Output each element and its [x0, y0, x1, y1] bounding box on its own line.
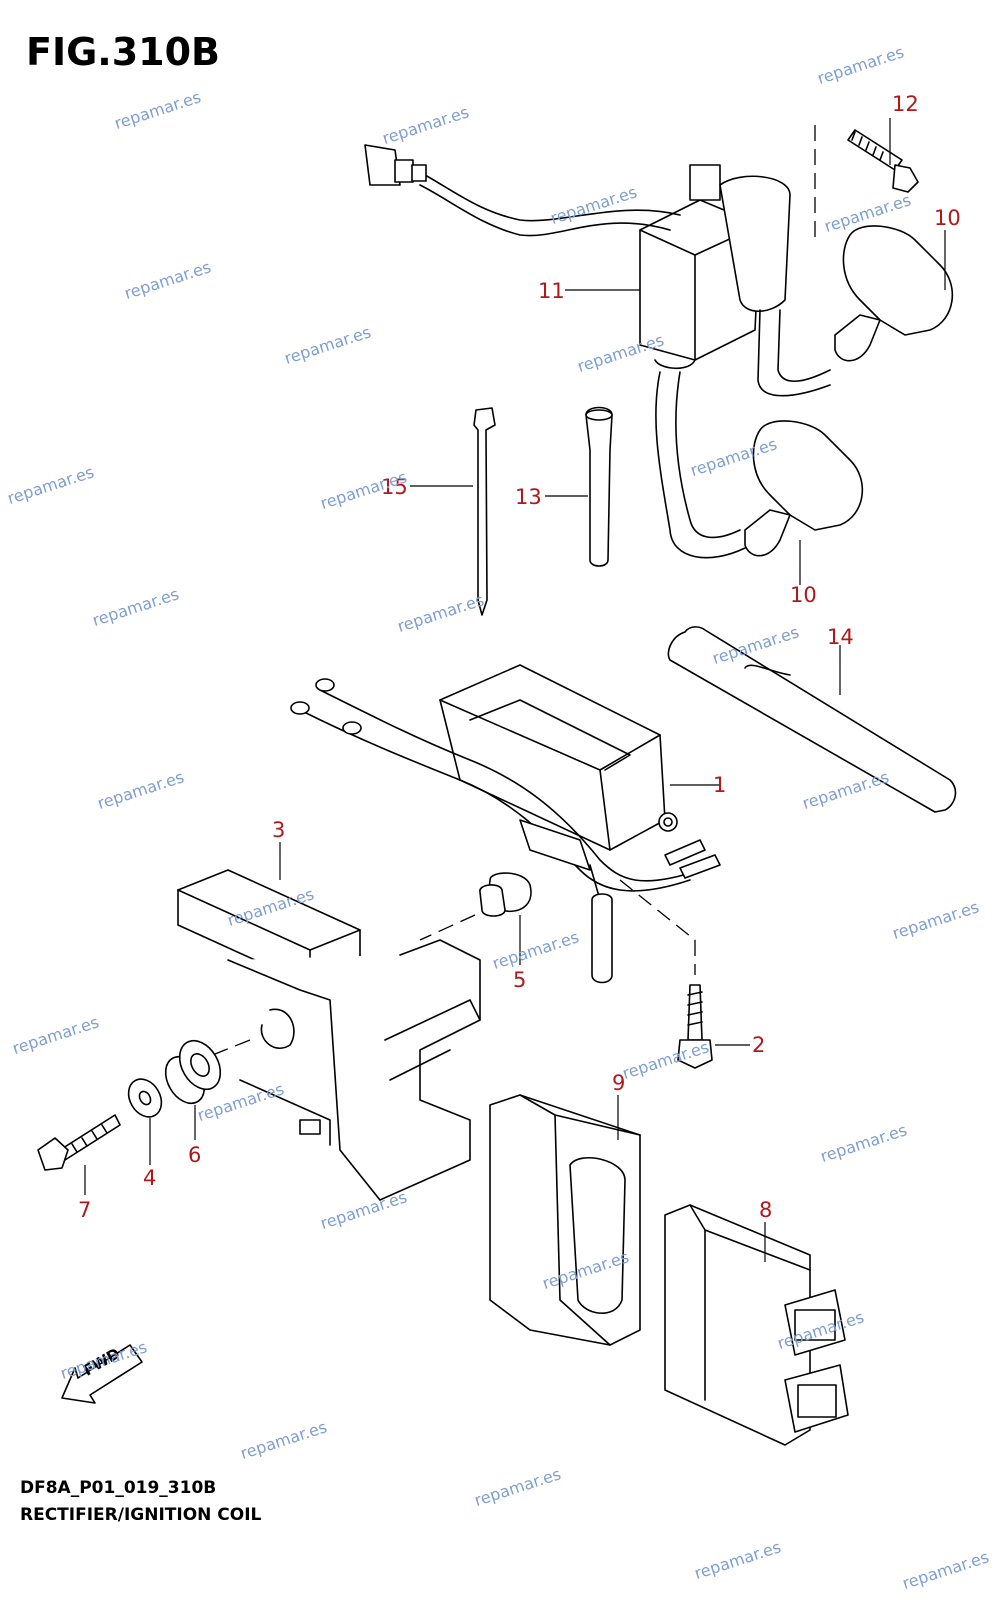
callout-7: 7 [78, 1198, 92, 1222]
grommet-6 [164, 1039, 222, 1105]
bolt-12 [814, 125, 919, 245]
callout-1: 1 [713, 773, 727, 797]
callout-3: 3 [272, 818, 286, 842]
ignition-coil [364, 144, 831, 559]
callout-12: 12 [892, 92, 919, 116]
callout-13: 13 [515, 485, 542, 509]
unit-8 [664, 1204, 849, 1446]
callout-5: 5 [513, 968, 527, 992]
cover-9 [489, 1094, 641, 1346]
plug-cap-lower [744, 420, 864, 557]
callout-9: 9 [612, 1071, 626, 1095]
callout-2: 2 [752, 1033, 766, 1057]
grommet-5 [419, 872, 532, 941]
callout-6: 6 [188, 1143, 202, 1167]
bolt-7 [37, 1114, 121, 1171]
tube-13 [585, 406, 613, 567]
bracket-3 [177, 869, 481, 1201]
callout-14: 14 [827, 625, 854, 649]
fwd-arrow [61, 1344, 143, 1404]
callout-10-lower: 10 [790, 583, 817, 607]
leader-lines [84, 118, 946, 1262]
plug-cap-upper [834, 225, 954, 362]
protector-tube-14 [667, 626, 957, 813]
washer-4 [127, 1078, 163, 1118]
callout-4: 4 [143, 1166, 157, 1190]
callout-11: 11 [538, 279, 565, 303]
figure-caption: RECTIFIER/IGNITION COIL [20, 1505, 262, 1525]
cable-tie-15 [473, 407, 496, 616]
callout-8: 8 [759, 1198, 773, 1222]
figure-title: FIG.310B [26, 30, 221, 74]
rectifier-1 [290, 664, 721, 984]
callout-10-upper: 10 [934, 206, 961, 230]
callout-15: 15 [381, 475, 408, 499]
figure-code: DF8A_P01_019_310B [20, 1478, 217, 1498]
bolt-2 [677, 984, 713, 1069]
